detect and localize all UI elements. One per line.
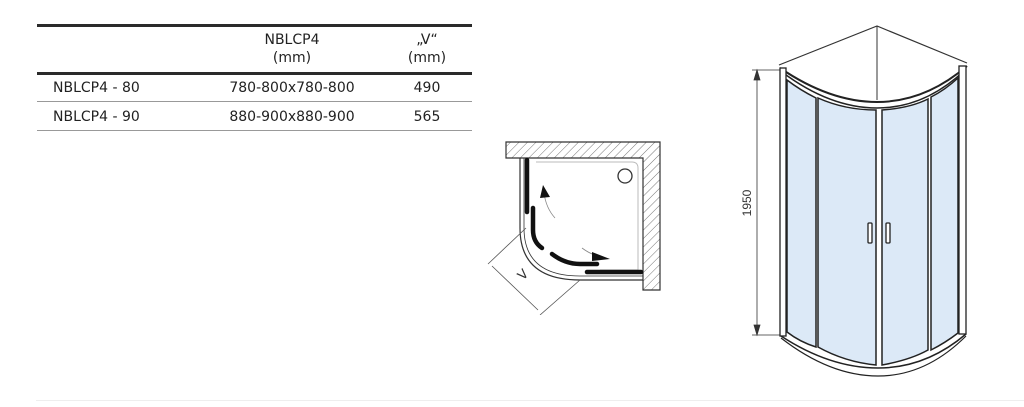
door-panels xyxy=(524,157,644,275)
height-dimension xyxy=(752,68,780,337)
plan-view-drawing: V xyxy=(487,141,661,315)
elevation-view-drawing: 1950 xyxy=(740,25,968,377)
bottom-edge xyxy=(780,335,967,377)
header-v-line2: (mm) xyxy=(407,50,447,66)
top-rail-inner xyxy=(781,69,966,109)
tray-edge xyxy=(519,158,643,281)
drain-icon xyxy=(617,168,633,184)
left-door-handle xyxy=(867,222,873,244)
table-top-rule xyxy=(37,24,472,27)
row-size: 780-800x780-800 xyxy=(229,80,355,96)
wall-hatch xyxy=(505,141,661,291)
shower-tray-outline xyxy=(536,161,639,271)
left-post xyxy=(779,67,787,337)
row-divider xyxy=(37,130,472,131)
right-door-handle xyxy=(885,222,891,244)
page-divider xyxy=(36,400,1024,401)
tray-edge-inner xyxy=(523,158,643,277)
bottom-rail xyxy=(780,333,967,369)
header-rule xyxy=(37,72,472,75)
glass-panels xyxy=(786,76,959,366)
opening-arrows xyxy=(540,185,610,261)
v-dimension-lines xyxy=(487,227,581,315)
row-v: 490 xyxy=(413,80,441,96)
top-rail xyxy=(779,65,968,104)
height-label: 1950 xyxy=(740,189,754,216)
right-post xyxy=(958,65,967,335)
header-size-line1: NBLCP4 xyxy=(264,32,320,48)
top-outline xyxy=(778,25,968,66)
row-model: NBLCP4 - 90 xyxy=(53,109,140,125)
header-size-line2: (mm) xyxy=(272,50,312,66)
row-v: 565 xyxy=(413,109,441,125)
row-size: 880-900x880-900 xyxy=(229,109,355,125)
v-dimension-label: V xyxy=(515,267,532,284)
row-model: NBLCP4 - 80 xyxy=(53,80,140,96)
row-divider xyxy=(37,101,472,102)
header-v-line1: „V“ xyxy=(416,32,438,48)
